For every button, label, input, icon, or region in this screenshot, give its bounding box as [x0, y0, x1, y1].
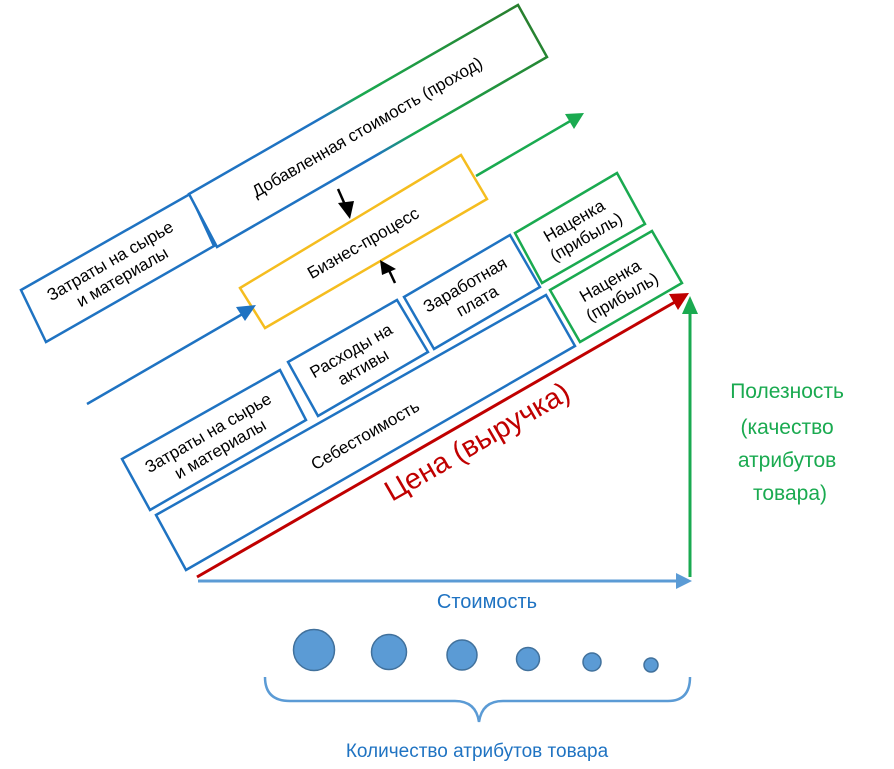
attributes-label: Количество атрибутов товара — [346, 741, 609, 762]
output-arrow-icon — [565, 113, 584, 129]
attributes-brace — [263, 676, 692, 723]
input-arrow-icon — [236, 305, 256, 321]
lower-raw-materials-box — [120, 368, 308, 512]
attribute-circle — [515, 646, 541, 672]
business-process-box — [238, 153, 489, 330]
attribute-circle — [643, 657, 659, 673]
cost-arrow-icon — [676, 573, 692, 589]
utility-axis-label: Полезность (качество атрибутов товара) — [730, 380, 850, 505]
wages-box — [402, 233, 542, 351]
attribute-circle — [582, 652, 602, 672]
price-arrow-icon — [669, 293, 689, 310]
output-arrow-line — [475, 118, 573, 178]
attribute-circle — [370, 633, 408, 671]
price-axis-line — [196, 300, 676, 579]
markup-bottom-box — [548, 229, 684, 344]
input-arrow-line — [86, 310, 247, 406]
utility-arrow-icon — [682, 296, 698, 314]
upper-raw-materials-box — [19, 192, 216, 344]
asset-costs-box — [286, 298, 430, 418]
attribute-circle — [446, 639, 478, 671]
attribute-circles — [292, 628, 659, 673]
up-arrow-icon — [380, 260, 396, 275]
cost-axis-label: Стоимость — [437, 591, 537, 613]
cost-price-box — [154, 293, 577, 572]
markup-top-box — [513, 171, 647, 285]
down-arrow-icon — [338, 201, 354, 219]
value-added-box — [187, 3, 549, 249]
attribute-circle — [292, 628, 336, 672]
